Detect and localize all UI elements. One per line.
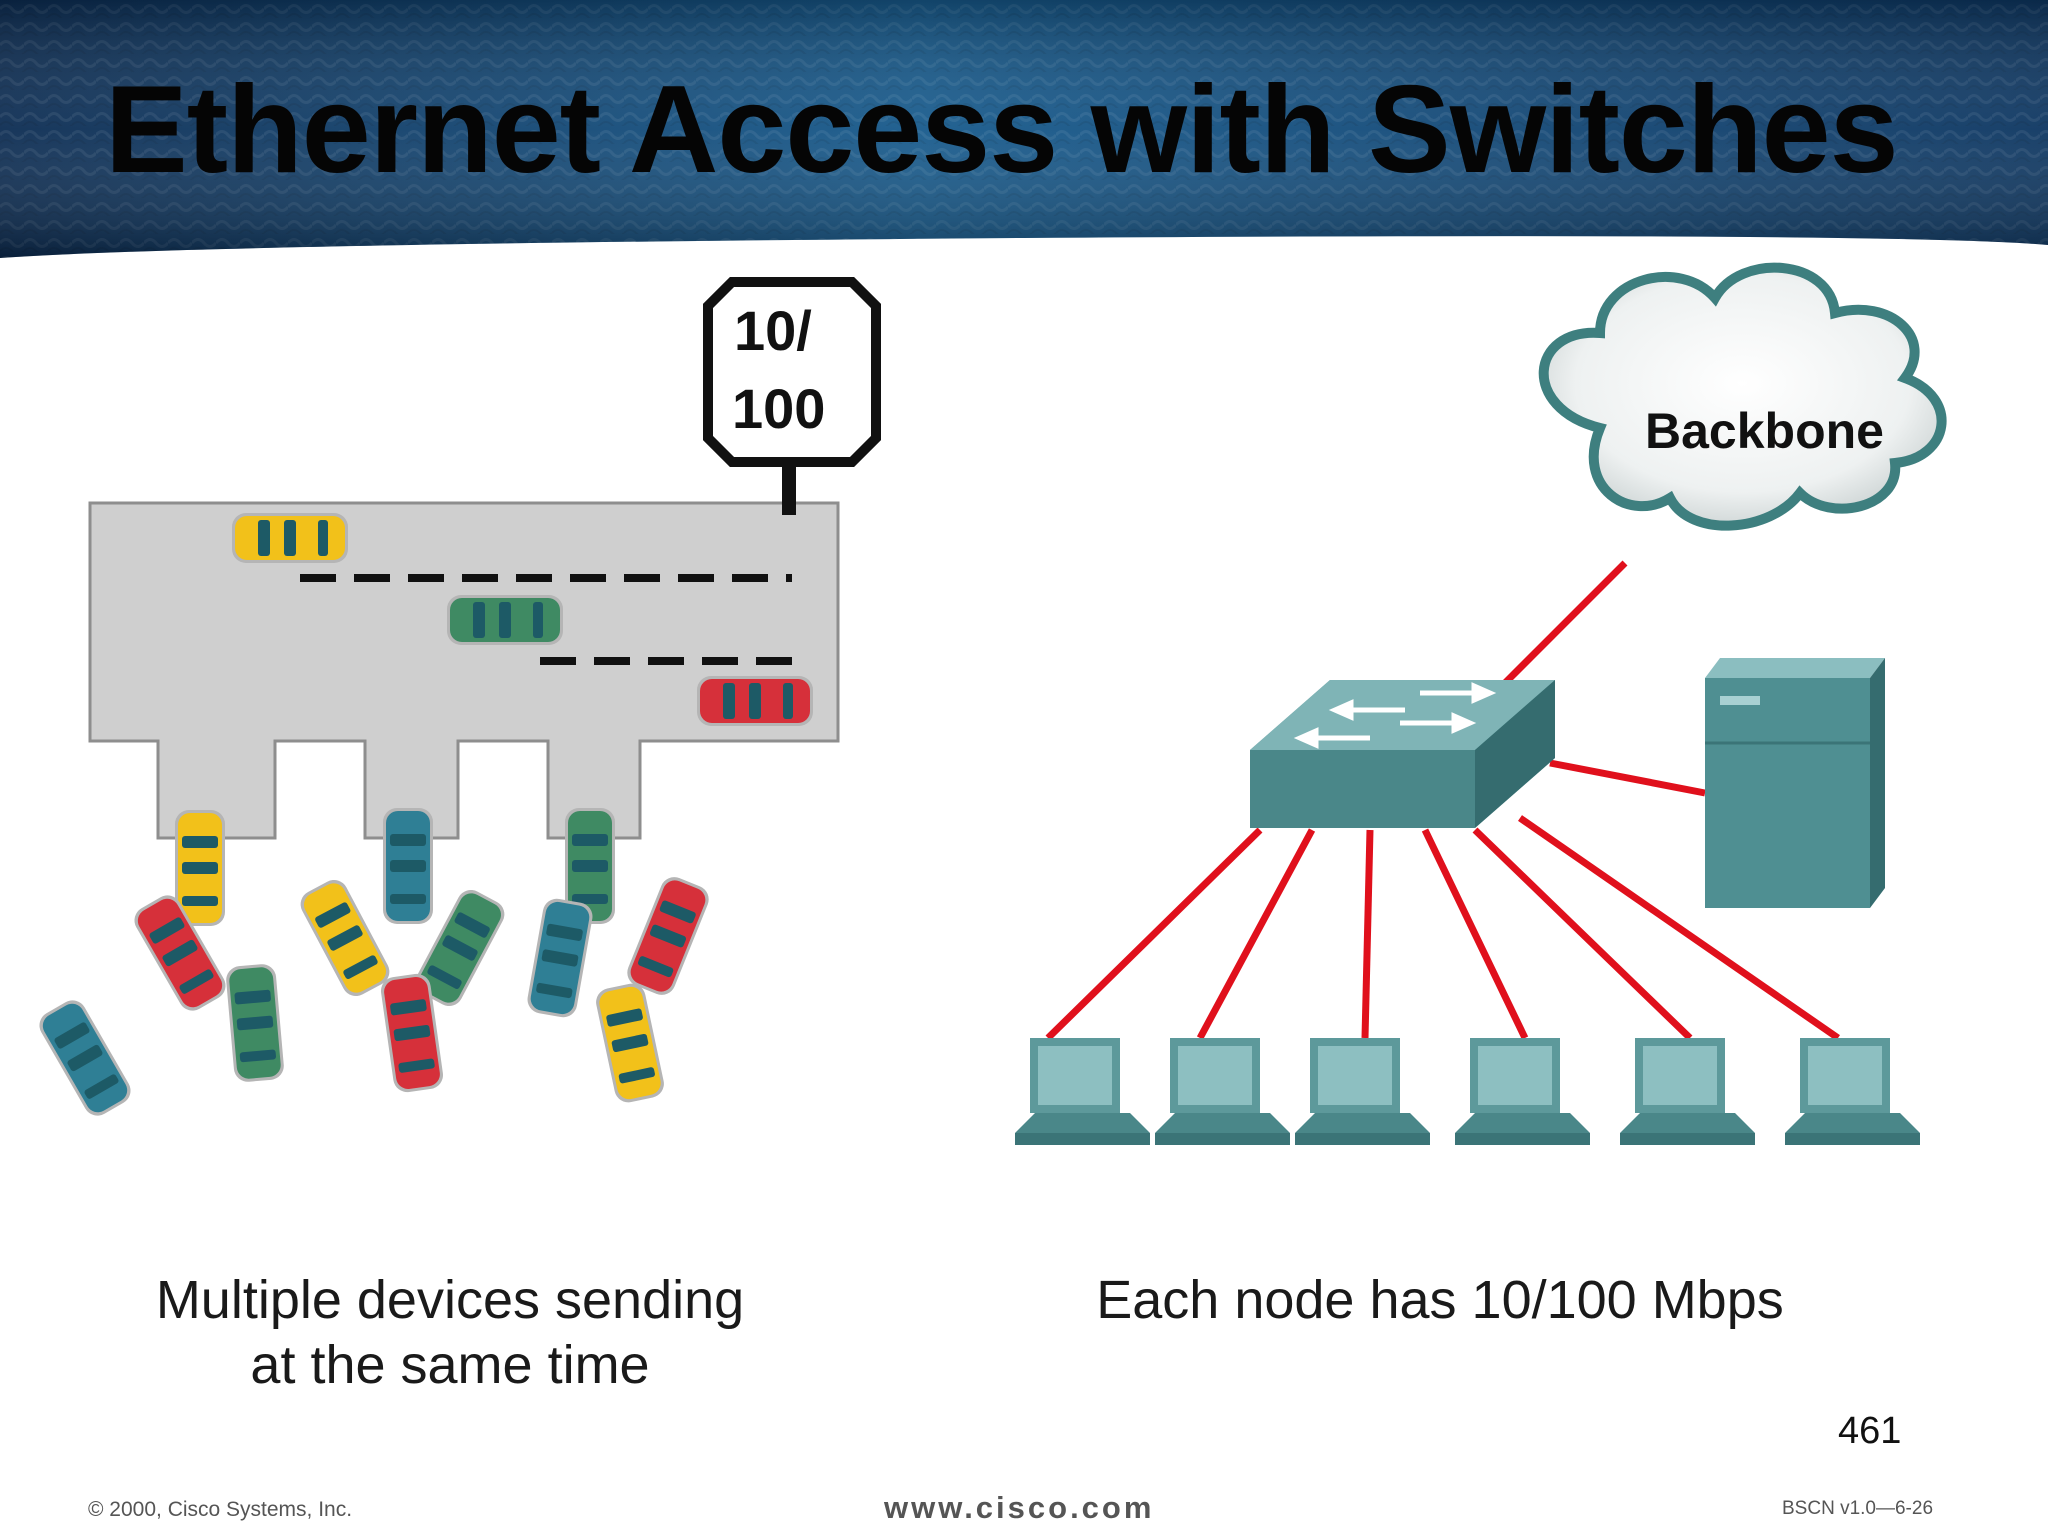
link-switch-server — [1549, 759, 1706, 797]
workstation-2 — [1155, 1038, 1290, 1145]
switch-device — [1250, 680, 1555, 828]
link-node-2 — [1196, 828, 1316, 1040]
workstation-4 — [1455, 1038, 1590, 1145]
backbone-cloud: Backbone — [1538, 262, 1947, 531]
car-yellow-queue-3 — [593, 981, 667, 1105]
server-device — [1705, 658, 1885, 908]
switched-network-illustration: Backbone — [1015, 262, 1947, 1145]
workstation-6 — [1785, 1038, 1920, 1145]
slide-title: Ethernet Access with Switches — [105, 61, 1899, 199]
car-red-queue-3 — [623, 872, 713, 1000]
car-blue-queue-1 — [34, 995, 136, 1121]
footer-course-code: BSCN v1.0—6-26 — [1782, 1498, 1934, 1519]
speed-sign-line2: 100 — [732, 377, 825, 440]
banner-background — [0, 0, 2048, 258]
car-blue-queue-3 — [525, 896, 595, 1020]
left-caption: Multiple devices sending at the same tim… — [100, 1268, 800, 1398]
workstation-3 — [1295, 1038, 1430, 1145]
backbone-label: Backbone — [1645, 403, 1884, 459]
car-blue-queue-2 — [383, 808, 433, 924]
link-switch-backbone — [1502, 560, 1628, 686]
link-node-1 — [1045, 827, 1263, 1041]
left-caption-line2: at the same time — [250, 1335, 650, 1395]
network-links — [1045, 560, 1840, 1041]
car-green-on-road — [447, 595, 563, 645]
switch-arrows-icon — [1293, 682, 1497, 749]
link-node-5 — [1472, 827, 1693, 1041]
link-node-4 — [1421, 828, 1529, 1040]
left-caption-line1: Multiple devices sending — [155, 1270, 745, 1330]
car-yellow-on-road — [232, 513, 348, 563]
link-node-3 — [1361, 829, 1374, 1039]
link-node-6 — [1518, 815, 1840, 1041]
right-caption: Each node has 10/100 Mbps — [1096, 1270, 1784, 1330]
car-green-queue-1 — [225, 963, 285, 1083]
footer-website: www.cisco.com — [884, 1490, 1155, 1525]
speed-sign-line1: 10/ — [734, 299, 812, 362]
road-surface — [88, 501, 840, 840]
highway-illustration: 10/ 100 — [34, 277, 881, 1121]
speed-sign: 10/ 100 — [703, 277, 881, 515]
workstation-5 — [1620, 1038, 1755, 1145]
car-red-on-road — [697, 676, 813, 726]
title-banner: Ethernet Access with Switches — [0, 0, 2048, 258]
workstation-1 — [1015, 1038, 1150, 1145]
footer-copyright: © 2000, Cisco Systems, Inc. — [88, 1498, 353, 1521]
diagram-canvas: 10/ 100 — [34, 262, 1947, 1145]
car-yellow-queue-2 — [295, 875, 395, 1001]
page-number: 461 — [1838, 1410, 1902, 1452]
car-queue — [34, 808, 713, 1121]
